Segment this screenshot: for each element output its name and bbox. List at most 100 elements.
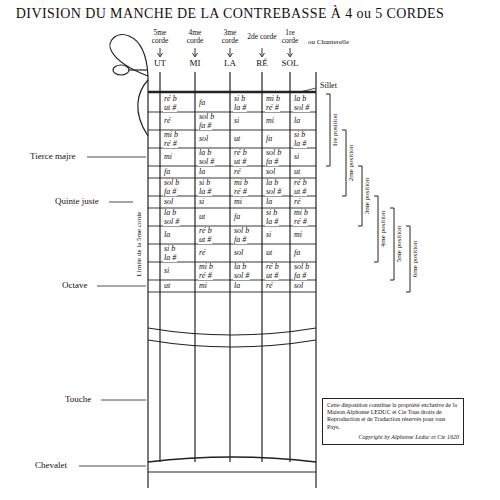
note-name: fa # [163, 188, 177, 196]
note-name: sol b [198, 113, 215, 121]
interval-label: Tierce majre [30, 152, 75, 161]
string-name: SOL [281, 59, 298, 68]
note-name: si [233, 117, 240, 125]
note-name: la [163, 231, 171, 239]
fingerboard-end [148, 328, 316, 335]
note-name: mi [163, 153, 173, 161]
position-bracket [326, 94, 330, 166]
position-label: 3me position [364, 178, 371, 214]
string-name: RÉ [256, 59, 268, 68]
note-name: ré b [233, 149, 248, 157]
note-name: ut [163, 282, 171, 290]
note-name: ut # [198, 236, 212, 244]
interval-label: Quinte juste [55, 197, 99, 206]
note-name: sol # [293, 104, 310, 112]
position-bracket [390, 208, 394, 280]
note-name: la # [198, 188, 212, 196]
fret-line [148, 112, 316, 113]
string [289, 72, 290, 462]
position-bracket [406, 226, 410, 292]
position-bracket [358, 166, 362, 226]
note-name: ré # [163, 140, 178, 148]
note-name: si b [163, 245, 176, 253]
position-bracket [342, 130, 346, 196]
position-label: 2me position [348, 145, 355, 181]
note-name: fa # [233, 236, 247, 244]
position-label: 6me position [412, 241, 419, 277]
note-name: si b [265, 209, 278, 217]
note-name: ré [233, 168, 242, 176]
note-name: ré b [293, 179, 308, 187]
note-name: sol b [163, 179, 180, 187]
part-label: Sillet [320, 82, 337, 90]
note-name: fa [163, 168, 171, 176]
fret-line [148, 292, 316, 293]
chart-title: DIVISION DU MANCHE DE LA CONTREBASSE À 4… [16, 7, 444, 22]
note-name: ut # [233, 158, 247, 166]
note-name: si b [293, 131, 306, 139]
pegbox [138, 80, 148, 136]
string [194, 72, 195, 462]
note-name: la [198, 168, 206, 176]
note-name: ut [198, 213, 206, 221]
note-name: ré # [233, 188, 248, 196]
vertical-note: Limite de la 5me corde [136, 212, 143, 277]
peg [113, 65, 129, 75]
part-label: Touche [65, 395, 91, 404]
note-name: la # [293, 140, 307, 148]
fret-line [148, 166, 316, 167]
note-name: la [233, 282, 241, 290]
peg-stem [129, 69, 147, 70]
note-name: sol # [163, 218, 180, 226]
string [159, 72, 160, 462]
note-name: la b [233, 263, 247, 271]
note-name: sol b [233, 227, 250, 235]
string-name: UT [154, 59, 166, 68]
note-name: mi b [198, 263, 214, 271]
fret-line [148, 148, 316, 149]
leader-lines [79, 88, 316, 466]
note-name: ut [265, 249, 273, 257]
note-name: ré b [265, 263, 280, 271]
header-arrows [158, 48, 293, 57]
bridge [148, 457, 316, 462]
position-label: 4me position [380, 211, 387, 247]
note-name: si [265, 231, 272, 239]
string-header: 1re corde [276, 29, 304, 45]
scroll [110, 35, 148, 76]
note-name: sol [293, 282, 304, 290]
note-name: sol # [233, 272, 250, 280]
note-name: ut # [293, 188, 307, 196]
note-name: ré b [163, 95, 178, 103]
note-name: la [293, 117, 301, 125]
note-name: ré # [265, 104, 280, 112]
fingerboard-end [148, 340, 316, 347]
string-header: 3me corde [215, 29, 245, 45]
note-name: ut [233, 135, 241, 143]
note-name: fa [198, 99, 206, 107]
note-name: mi b [265, 95, 281, 103]
note-name: si [198, 198, 205, 206]
note-name: ré # [198, 272, 213, 280]
string-header: ou Chanterelle [308, 39, 349, 46]
position-label: 1re position [332, 113, 339, 146]
note-name: fa [265, 135, 273, 143]
note-name: sol [265, 168, 276, 176]
neck-edge [147, 76, 148, 488]
string-name: LA [224, 59, 236, 68]
note-name: ut # [265, 272, 279, 280]
note-name: mi b [293, 209, 309, 217]
note-name: sol # [198, 158, 215, 166]
note-name: sol # [265, 188, 282, 196]
note-name: la # [265, 218, 279, 226]
position-bracket [374, 196, 378, 262]
note-name: mi [265, 117, 275, 125]
nut [148, 91, 316, 93]
note-name: sol [233, 249, 244, 257]
note-name: fa # [198, 122, 212, 130]
note-name: ut [293, 168, 301, 176]
note-name: sol b [293, 263, 310, 271]
note-name: ré [293, 198, 302, 206]
fret-line [148, 280, 316, 281]
note-name: sol [163, 198, 174, 206]
